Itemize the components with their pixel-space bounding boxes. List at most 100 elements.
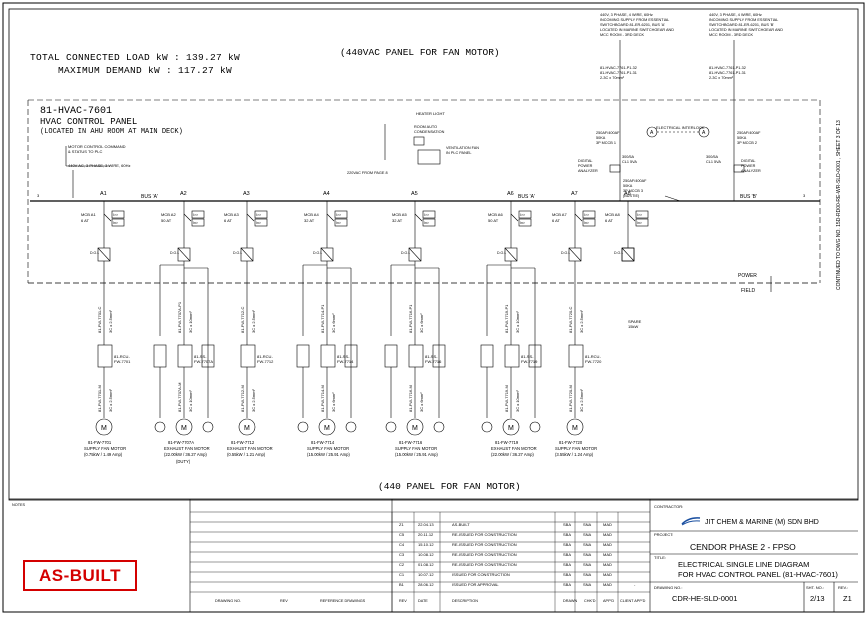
motor-symbol [95,418,113,436]
mcb-label: MCB A3 [224,212,239,217]
panel-caption-top: (440VAC PANEL FOR FAN MOTOR) [340,47,500,58]
station-tag-1: 81-SS- [337,354,350,359]
rev-chkd: SNA [583,542,592,547]
motor-rating: (22.00kW / 36.27 Amp) [491,452,534,457]
rev-code: C2 [399,562,405,567]
incomer-b-breaker: 3P MCCB 2 [737,141,757,145]
rev-date: 28.06.12 [418,582,434,587]
cable-size-1: 3C x 10mm² [188,311,193,333]
panel-caption-bottom: (440 PANEL FOR FAN MOTOR) [378,481,521,492]
project-label: PROJECT: [654,532,674,537]
motor-tag: 81-FW-7701 [88,440,112,445]
incomer-b-cable: 81-HVAC-7761-P1-32 [709,66,746,70]
rev-description: ISSUED FOR APPROVAL [452,582,499,587]
mcb-label: MCB A2 [161,212,176,217]
hdr-notes: NOTES [12,503,26,507]
dol-label: D.O.L [561,251,570,255]
hdr-rev: REV [280,599,288,603]
sheet-number: 2/13 [810,594,825,603]
mcb-label: MCB A7 [552,212,567,217]
motor-description: SUPPLY FAN MOTOR [395,446,437,451]
trip-box [111,210,125,219]
hdr-description: DESCRIPTION [452,599,478,603]
mcb-rating: 6 AT [605,218,613,223]
incomer-b-ct: CL1 5VA [706,160,721,164]
cable-tag-1: 81-FW-7707A-P1 [177,301,182,333]
drawing-number-label: DRAWING NO.: [654,585,683,590]
bus-phase-left: 3 [37,193,40,198]
trip-box [254,210,268,219]
motor-rating: (15.00kW / 25.91 Amp) [307,452,350,457]
mcb-contact [103,213,112,222]
incomer-b-breaker: 250AF/400AF [737,131,761,135]
mcb-rating: 50 AT [488,218,499,223]
aux-box [413,136,425,146]
overload-box [111,218,125,227]
incomer-b-cable: 2-3C x 70mm² [709,76,734,80]
rev-code: Z1 [399,522,404,527]
incomer-b-source: INCOMING SUPPLY FROM ESSENTIAL [709,18,778,22]
sheet-label: SHT. NO.: [806,585,825,590]
aux-cond: CONDENSATION [414,130,445,134]
mcb-label: MCB A6 [488,212,503,217]
cable-size-2: 3C x 6mm² [419,392,424,412]
dol-label: D.O.L [497,251,506,255]
incomer-a-breaker: 250AF/400AF [596,131,620,135]
motor-symbol [318,418,336,436]
aux-symbol-r [202,421,214,433]
motor-rating: (0.75kW / 1.49 Amp) [84,452,123,457]
trip-box [518,210,532,219]
cable-tag-2: 81-FW-7712-M [240,385,245,412]
rev-appd: MAD [603,572,612,577]
continued-note: CONTINUED TO DWG NO. 15D-RD00-RE-WR-SLD-… [836,120,842,290]
mcb-label: MCB A5 [392,212,407,217]
hdr-rev2: REV [399,599,407,603]
cable-tag-1: 81-FW-7701-C [97,307,102,333]
feeder-tag-a4: A4 [323,191,330,197]
drawing-number: CDR-HE-SLD-0001 [672,594,738,603]
ammeter-b-letter: A [702,130,706,136]
incomer-b-source: SWITCHBOARD 81-ER-6201, BUS 'B' [709,23,774,27]
rev-date: 01.08.12 [418,562,434,567]
motor-duty: (DUTY) [176,459,191,464]
incomer-b-cable: 81-HVAC-7761-P1-31 [709,71,746,75]
trip-box [422,210,436,219]
overload-box [191,218,205,227]
rev-code: C3 [399,552,405,557]
trip-box-text: I>> [584,213,589,217]
drawing-title-line1: ELECTRICAL SINGLE LINE DIAGRAM [678,560,810,569]
feeder-tag-a3: A3 [243,191,250,197]
incomer-a-ct: 300/5A [622,155,635,159]
cable-tag-1: 81-FW-7714-P1 [320,304,325,333]
drawing-title-line2: FOR HVAC CONTROL PANEL (81-HVAC-7601) [678,570,838,579]
note-control-2: & STATUS TO PLC [68,149,102,154]
cable-size-1: 3C x 10mm² [515,311,520,333]
bustie-label: 3P MCCB 3 [623,189,643,193]
cable-tag-2: 81-FW-7714-M [320,385,325,412]
cable-size-1: 3C x 6mm² [331,313,336,333]
feeder-tag-a8: A8 [624,191,631,197]
sub-station-r [344,344,358,368]
trip-box-text: I>> [637,213,642,217]
cable-tag-2: 81-FW-7707A-M [177,383,182,413]
meter-a: ANALYZER [578,169,598,173]
dol-diag [568,247,582,262]
trip-box-text: I>> [113,213,118,217]
contractor-name: JIT CHEM & MARINE (M) SDN BHD [705,519,819,526]
incomer-a-cable: 81-HVAC-7761-P1-32 [600,66,637,70]
dol-label: D.O.L [313,251,322,255]
motor-rating: (0.55kW / 1.21 Amp) [227,452,266,457]
incomer-b-source: LOCATED IN MARINE SWITCHGEAR AND [709,28,783,32]
feeder-tag-a1: A1 [100,191,107,197]
overload-box [334,218,348,227]
dol-diag [320,247,334,262]
heater-light: HEATER LIGHT [416,111,445,116]
motor-description: EXHAUST FAN MOTOR [491,446,537,451]
incomer-a-source: INCOMING SUPPLY FROM ESSENTIAL [600,18,669,22]
feeder-tag-a7: A7 [571,191,578,197]
as-built-stamp: AS-BUILT [23,560,137,591]
control-station [177,344,193,368]
rev-code: C1 [399,572,405,577]
station-tag-2: FW-7716 [425,359,442,364]
station-tag-1: 81-SS- [521,354,534,359]
